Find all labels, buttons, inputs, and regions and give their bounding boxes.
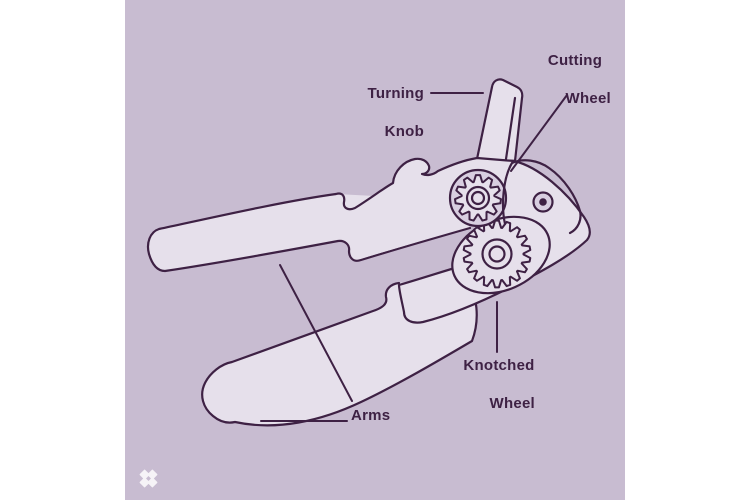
label-arms: Arms [351, 406, 390, 425]
label-turning-knob-line2: Knob [384, 123, 424, 140]
knob-bevel-line [504, 96, 517, 161]
cutting-wheel-seam [501, 159, 582, 235]
turning-knob-shape [475, 78, 524, 163]
label-cutting-wheel-line2: Wheel [565, 90, 611, 107]
rivet [532, 191, 554, 213]
four-petal-logo-icon [139, 469, 158, 488]
label-knotched-wheel-line2: Wheel [489, 395, 535, 412]
knotched-wheel-gear [462, 219, 532, 289]
leader-arms-diagonal [279, 264, 353, 402]
head-plate-shape [334, 156, 591, 324]
label-cutting-wheel-line1: Cutting [547, 52, 603, 69]
illustration-panel: Turning Knob Cutting Wheel Knotched Whee… [125, 0, 625, 500]
label-knotched-wheel-line1: Knotched [463, 357, 535, 374]
label-turning-knob-line1: Turning [367, 85, 424, 102]
label-arms-line1: Arms [351, 407, 391, 424]
label-knotched-wheel: Knotched Wheel [439, 356, 559, 413]
label-cutting-wheel: Cutting Wheel [515, 51, 635, 108]
leader-cutting-wheel [510, 94, 568, 172]
knob-gear [448, 168, 508, 228]
label-turning-knob: Turning Knob [358, 84, 424, 141]
can-opener-drawing [139, 78, 591, 488]
